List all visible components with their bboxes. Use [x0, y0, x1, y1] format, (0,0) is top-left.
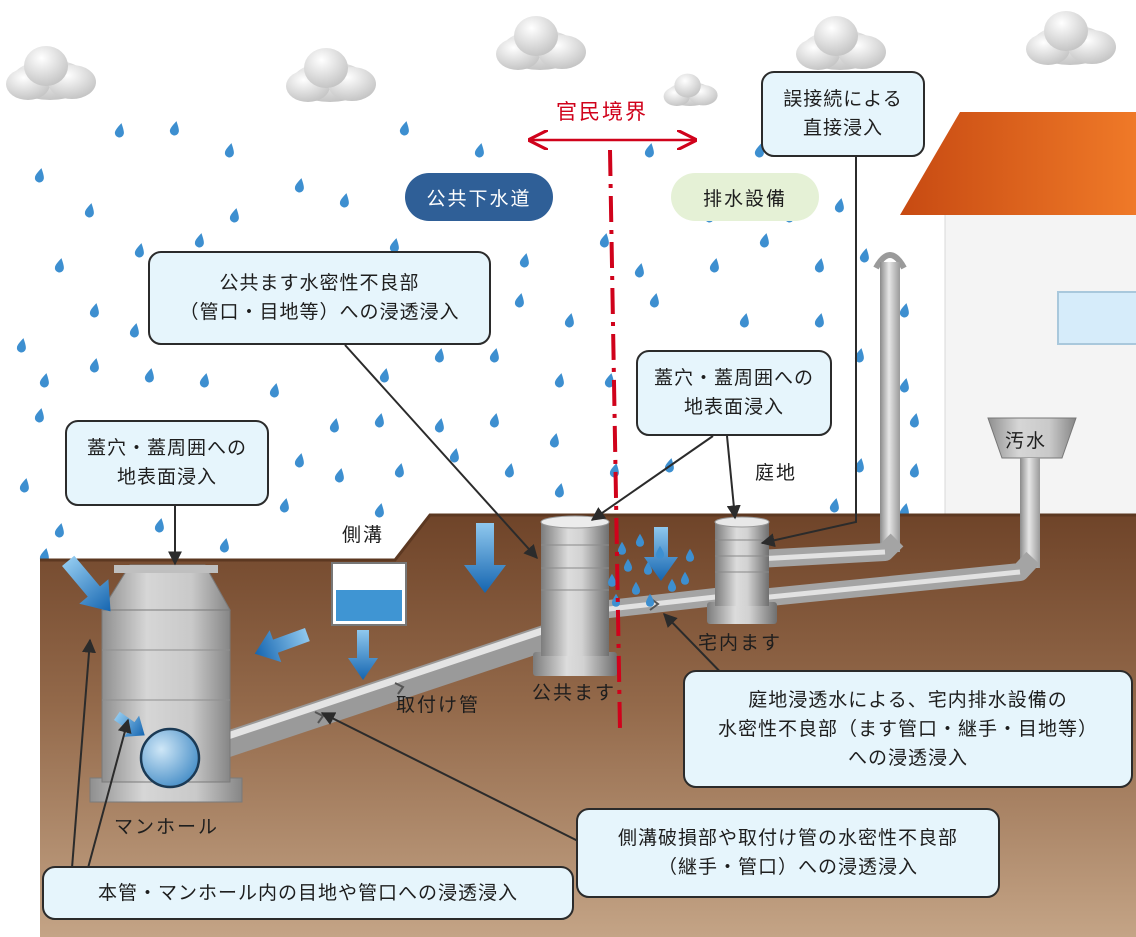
- boundary-title: 官民境界: [556, 100, 648, 124]
- main-pipe-manhole-callout: 本管・マンホール内の目地や管口への浸透浸入: [42, 866, 574, 920]
- lid-surface-inflow-callout-left: 蓋穴・蓋周囲への 地表面浸入: [65, 420, 269, 506]
- public-inlet-label: 公共ます: [532, 682, 617, 704]
- public-sewer-zone-label: 公共下水道: [405, 173, 553, 221]
- house: [900, 112, 1136, 551]
- garden-label: 庭地: [755, 462, 798, 484]
- lid-surface-inflow-callout-right: 蓋穴・蓋周囲への 地表面浸入: [636, 350, 832, 436]
- ditch-lateral-callout: 側溝破損部や取付け管の水密性不良部 （継手・管口）への浸透浸入: [576, 808, 1000, 898]
- house-inlet-masu: [707, 516, 777, 624]
- manhole-label: マンホール: [114, 816, 220, 838]
- manhole: [89, 564, 243, 803]
- public-private-boundary-line: [608, 149, 622, 731]
- downspout: [873, 252, 907, 552]
- sewage-hopper-label: 汚水: [1005, 430, 1048, 452]
- roadside-ditch: [331, 562, 407, 626]
- side-ditch-label: 側溝: [342, 524, 385, 546]
- cloud-icon: [6, 11, 1116, 106]
- leader-arrows: [71, 157, 857, 869]
- house-inlet-label: 宅内ます: [698, 632, 783, 654]
- public-masu-joint-callout: 公共ます水密性不良部 （管口・目地等）への浸透浸入: [148, 251, 491, 345]
- private-drainage-zone-label: 排水設備: [671, 173, 819, 221]
- garden-infiltration-callout: 庭地浸透水による、宅内排水設備の 水密性不良部（ます管口・継手・目地等） への浸…: [683, 670, 1133, 788]
- lateral-pipe-label: 取付け管: [396, 694, 481, 716]
- sewage-hopper: [987, 417, 1077, 568]
- public-inlet-masu: [533, 515, 617, 676]
- misconnection-callout: 誤接続による 直接浸入: [761, 71, 925, 157]
